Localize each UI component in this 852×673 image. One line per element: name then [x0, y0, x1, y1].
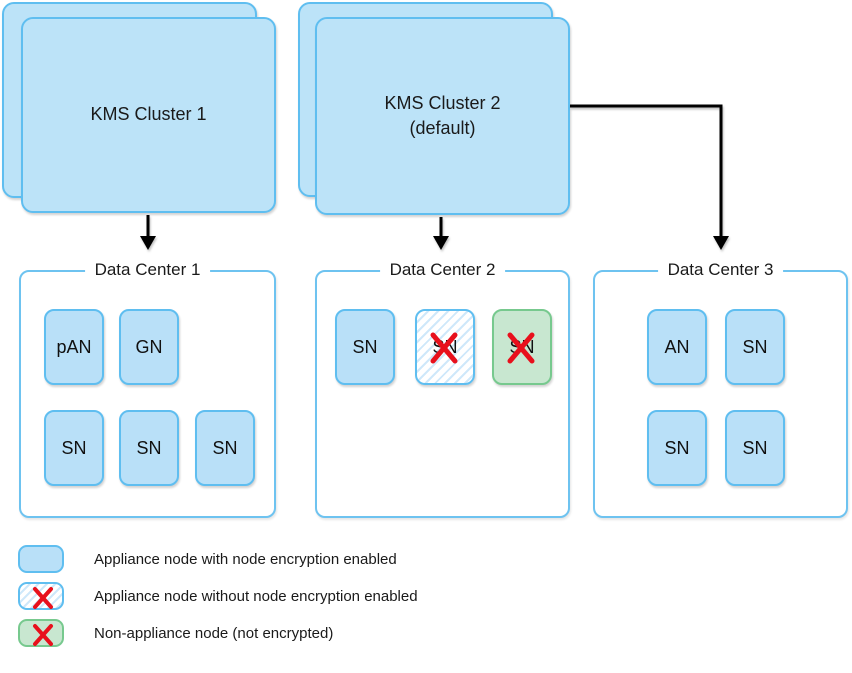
data-center-3-title: Data Center 3 — [657, 260, 784, 280]
node-label: GN — [135, 336, 163, 357]
dc2-node-sn-encrypted: SN — [335, 309, 395, 385]
node-label: SN — [742, 437, 768, 458]
data-center-1: Data Center 1 pAN GN SN SN SN — [19, 260, 276, 518]
data-center-1-title: Data Center 1 — [84, 260, 211, 280]
legend-label: Non-appliance node (not encrypted) — [94, 624, 334, 642]
legend-swatch-appliance-encrypted — [18, 545, 64, 573]
arrow-cluster2-to-dc2 — [433, 217, 449, 250]
dc1-node-gn: GN — [119, 309, 179, 385]
legend-item-non-appliance: Non-appliance node (not encrypted) — [18, 619, 333, 647]
data-center-3: Data Center 3 AN SN SN SN — [593, 260, 848, 518]
kms-cluster-1: KMS Cluster 1 — [21, 17, 276, 213]
dc3-node-sn-3: SN — [725, 410, 785, 486]
dc3-node-sn-1: SN — [725, 309, 785, 385]
kms-cluster-2-label: KMS Cluster 2 — [384, 92, 501, 113]
dc1-node-sn-1: SN — [44, 410, 104, 486]
data-center-2-title: Data Center 2 — [379, 260, 506, 280]
kms-cluster-2-sublabel: (default) — [409, 118, 476, 138]
red-x-icon — [33, 587, 53, 609]
dc1-node-pan: pAN — [44, 309, 104, 385]
node-label: SN — [742, 336, 768, 357]
dc2-node-sn-unencrypted: SN — [415, 309, 475, 385]
dc1-node-sn-2: SN — [119, 410, 179, 486]
kms-cluster-1-label: KMS Cluster 1 — [90, 104, 207, 125]
node-label: SN — [61, 437, 87, 458]
data-center-2: Data Center 2 SN SN SN — [315, 260, 570, 518]
red-x-icon — [33, 624, 53, 646]
legend-swatch-non-appliance — [18, 619, 64, 647]
node-label: SN — [136, 437, 162, 458]
node-label: SN — [352, 336, 378, 357]
kms-cluster-2: KMS Cluster 2 (default) — [315, 17, 570, 215]
dc3-node-sn-2: SN — [647, 410, 707, 486]
node-label: AN — [664, 336, 690, 357]
legend-item-appliance-encrypted: Appliance node with node encryption enab… — [18, 545, 397, 573]
node-label: pAN — [56, 336, 92, 357]
red-x-icon — [507, 332, 535, 364]
legend-label: Appliance node without node encryption e… — [94, 587, 418, 605]
legend-swatch-appliance-unencrypted — [18, 582, 64, 610]
red-x-icon — [430, 332, 458, 364]
legend-item-appliance-unencrypted: Appliance node without node encryption e… — [18, 582, 418, 610]
dc2-node-sn-nonappliance: SN — [492, 309, 552, 385]
arrow-cluster2-to-dc3 — [570, 104, 729, 250]
node-label: SN — [212, 437, 238, 458]
dc1-node-sn-3: SN — [195, 410, 255, 486]
node-label: SN — [664, 437, 690, 458]
legend-label: Appliance node with node encryption enab… — [94, 550, 397, 568]
dc3-node-an: AN — [647, 309, 707, 385]
arrow-cluster1-to-dc1 — [140, 215, 156, 250]
